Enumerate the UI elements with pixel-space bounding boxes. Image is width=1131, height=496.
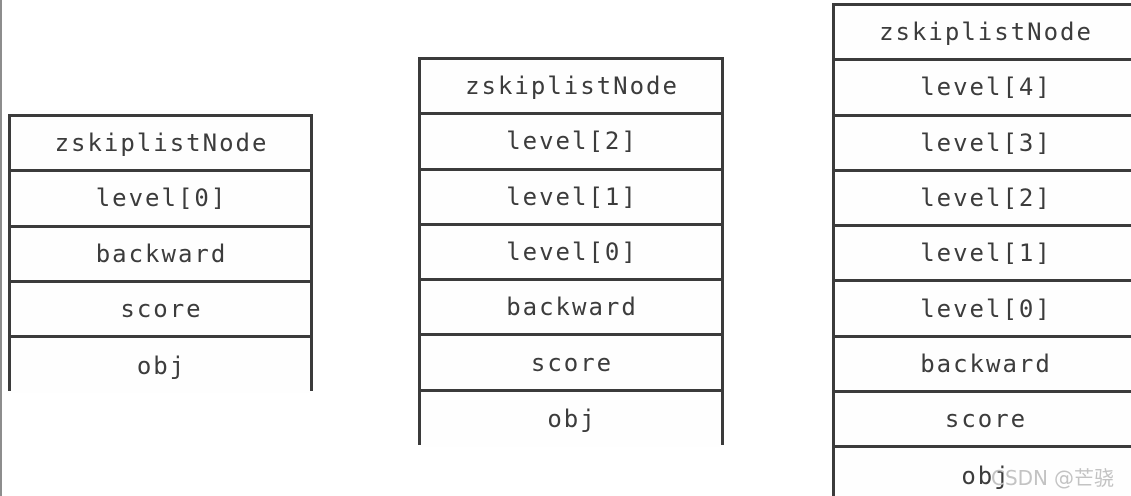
row-label: score: [530, 348, 614, 377]
table-row: obj: [835, 448, 1131, 496]
row-label: obj: [136, 351, 187, 380]
table-row: level[1]: [421, 170, 721, 226]
row-label: level[0]: [506, 238, 638, 267]
zskiplist-node-table-3: zskiplistNode level[4] level[3] level[2]…: [832, 3, 1131, 496]
table-row: level[1]: [835, 227, 1131, 283]
table-row: score: [835, 393, 1131, 449]
zskiplist-node-table-2: zskiplistNode level[2] level[1] level[0]…: [418, 57, 724, 448]
row-label: level[2]: [506, 127, 638, 156]
table-row: backward: [11, 227, 310, 283]
row-label: level[1]: [506, 182, 638, 211]
row-label: score: [944, 405, 1028, 434]
table-row: backward: [421, 281, 721, 337]
row-label: backward: [95, 239, 228, 268]
row-label: zskiplistNode: [879, 18, 1093, 47]
table-row: backward: [835, 337, 1131, 394]
row-label: level[1]: [920, 239, 1052, 268]
table-row: obj: [421, 391, 721, 448]
table-row: zskiplistNode: [11, 117, 310, 173]
table-row: level[4]: [835, 61, 1131, 117]
table-row: zskiplistNode: [835, 6, 1131, 62]
zskiplist-node-table-1: zskiplistNode level[0] backward score ob…: [8, 114, 313, 394]
table-row: level[2]: [421, 115, 721, 171]
table-row: level[3]: [835, 116, 1131, 172]
table-row: score: [421, 336, 721, 392]
row-label: score: [120, 295, 203, 324]
row-label: level[2]: [920, 184, 1052, 213]
table-row: level[0]: [11, 172, 310, 228]
table-row: level[0]: [421, 225, 721, 282]
table-row: zskiplistNode: [421, 60, 721, 116]
row-label: obj: [547, 405, 597, 434]
row-label: level[0]: [95, 184, 228, 213]
table-row: level[0]: [835, 282, 1131, 338]
row-label: level[3]: [920, 128, 1052, 157]
table-row: score: [11, 282, 310, 339]
table-row: obj: [11, 338, 310, 394]
left-edge-rule: [0, 0, 2, 496]
row-label: backward: [920, 349, 1052, 378]
row-label: backward: [506, 293, 638, 322]
row-label: zskiplistNode: [54, 129, 269, 158]
row-label: zskiplistNode: [465, 72, 679, 101]
row-label: obj: [961, 462, 1011, 491]
row-label: level[0]: [920, 294, 1052, 323]
row-label: level[4]: [920, 73, 1052, 102]
table-row: level[2]: [835, 171, 1131, 228]
